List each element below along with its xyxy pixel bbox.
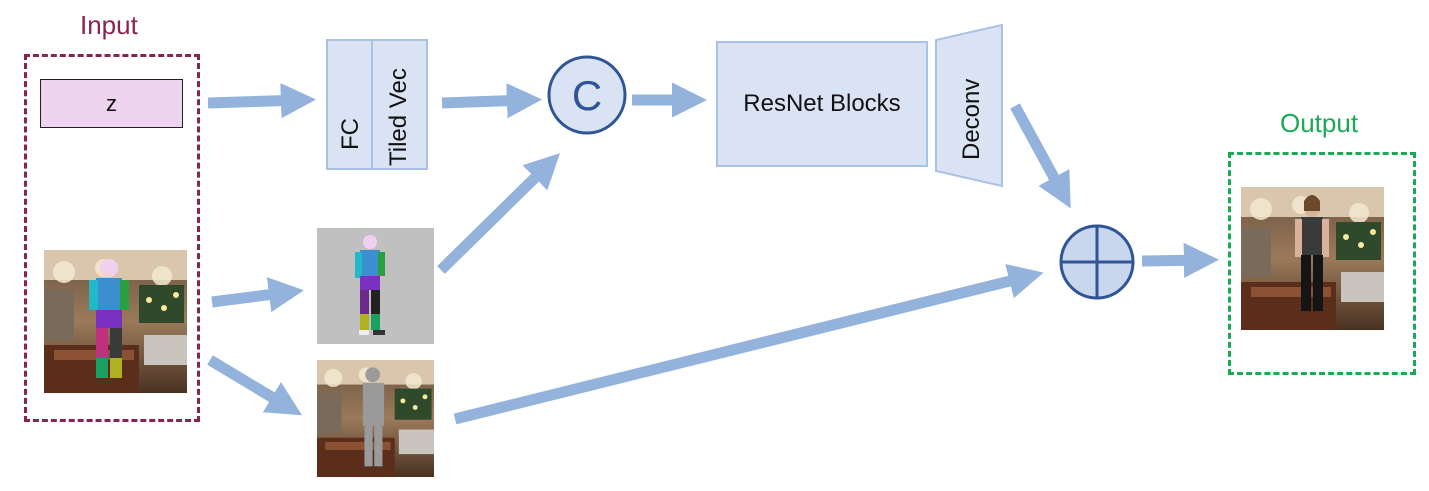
add-operator xyxy=(1059,224,1135,300)
output-label: Output xyxy=(1280,108,1359,138)
resnet-blocks: ResNet Blocks xyxy=(716,41,928,167)
deconv-label: Deconv xyxy=(958,78,985,160)
arrows xyxy=(207,82,1220,425)
background-image xyxy=(317,360,434,477)
arrow-input-to-parsing xyxy=(211,277,304,313)
arrow-deconv-to-add xyxy=(1010,103,1071,209)
input-box xyxy=(24,54,200,422)
arrow-background-to-add xyxy=(453,264,1044,425)
body-parsing-image xyxy=(317,228,434,344)
generated-person xyxy=(1295,195,1329,311)
arrow-parsing-to-concat xyxy=(437,153,561,274)
arrow-input-to-background xyxy=(207,355,303,416)
deconv-block xyxy=(935,23,1003,188)
parsed-person-overlay xyxy=(89,259,129,378)
concat-label: C xyxy=(572,72,602,119)
fc-divider xyxy=(371,39,373,170)
concat-operator xyxy=(547,55,627,135)
fc-tiled-block xyxy=(326,39,428,170)
arrow-fc-to-concat xyxy=(441,83,543,119)
output-box xyxy=(1228,152,1416,375)
input-image xyxy=(44,250,187,393)
output-image xyxy=(1241,187,1384,330)
arrow-z-to-fc xyxy=(207,83,317,119)
silhouette xyxy=(362,367,385,467)
z-vector-box: z xyxy=(40,79,183,128)
input-label: Input xyxy=(80,10,138,40)
arrow-add-to-output xyxy=(1141,242,1220,278)
